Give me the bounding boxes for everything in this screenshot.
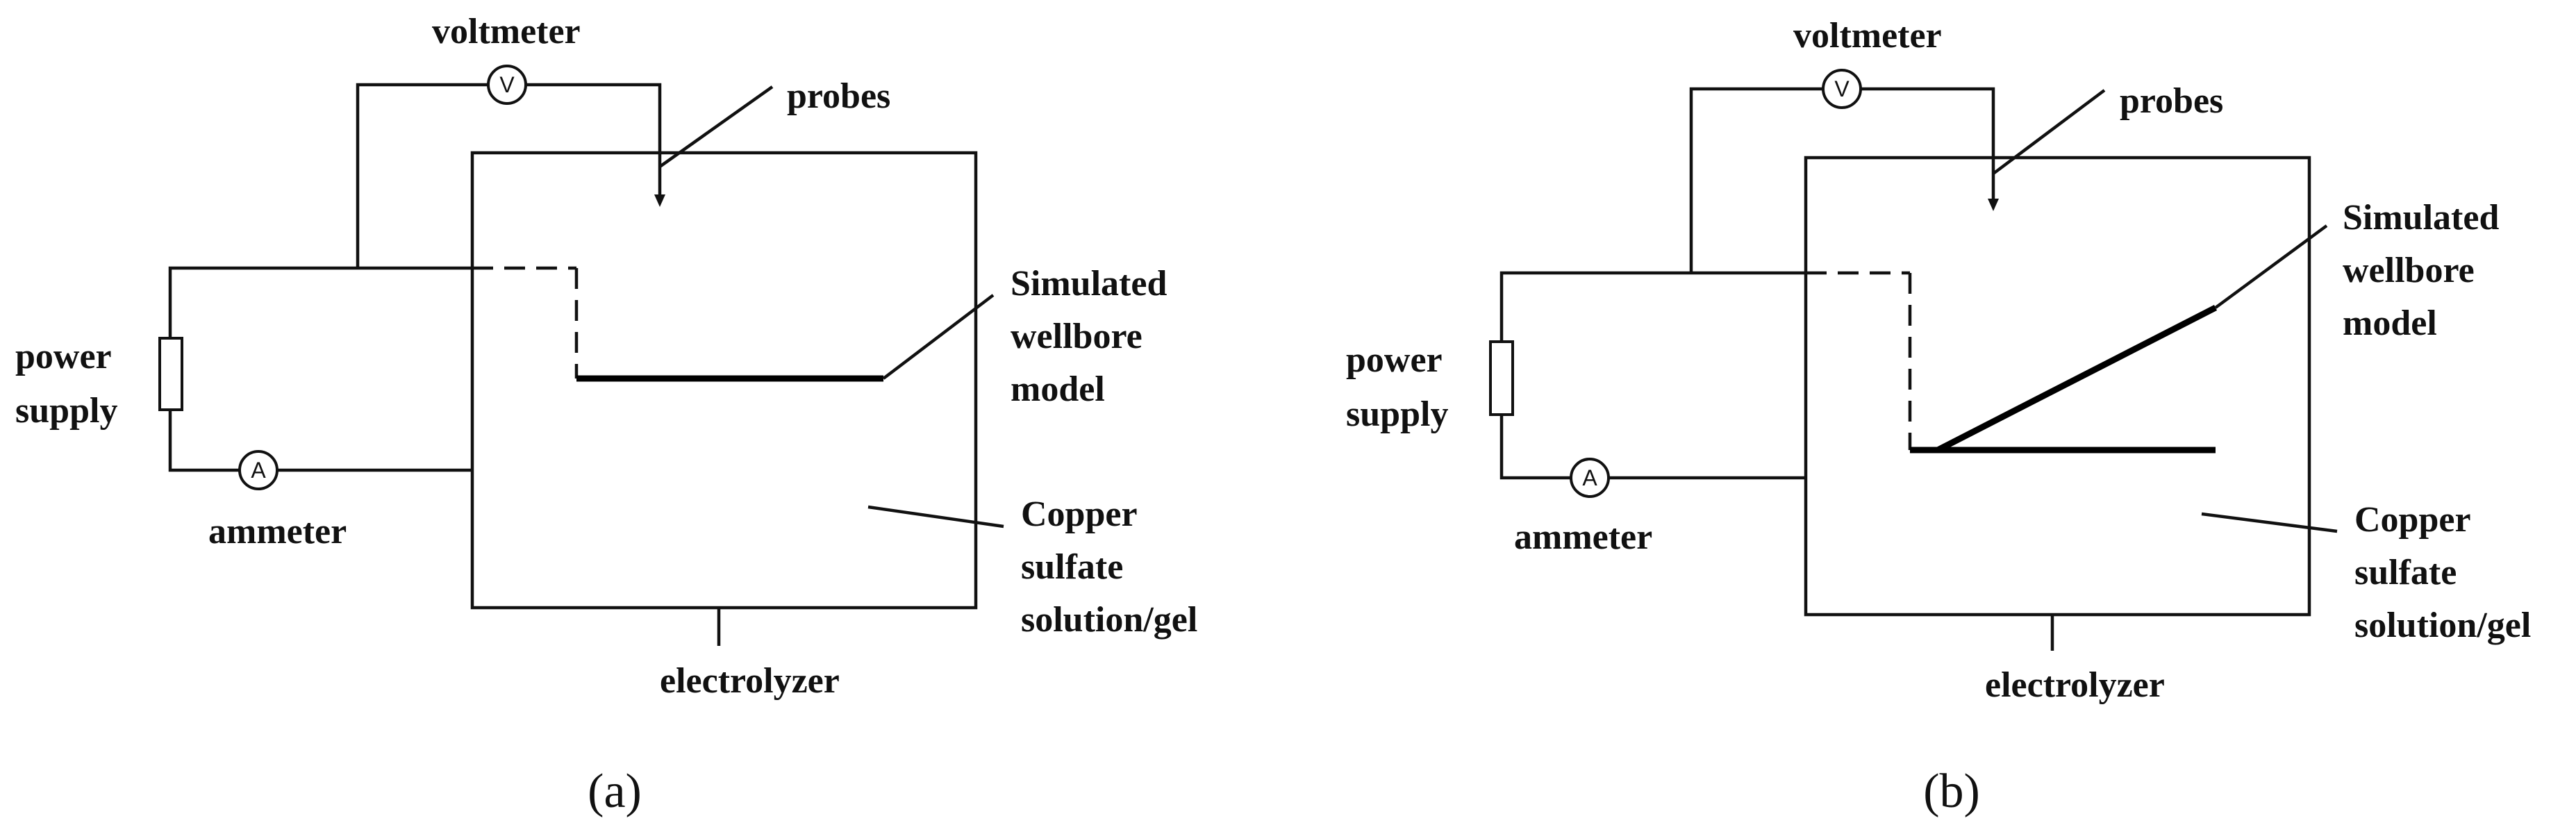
ammeter-symbol-letter: A bbox=[1582, 465, 1597, 490]
supply-wire-bottom bbox=[1499, 415, 1571, 480]
solution-label: Copper sulfate solution/gel bbox=[2354, 500, 2531, 645]
panel-b-caption: (b) bbox=[1923, 765, 1980, 818]
power-supply-label-line-1: power bbox=[15, 337, 111, 376]
supply-wire-bottom bbox=[168, 410, 240, 472]
model-leader bbox=[882, 294, 995, 380]
voltmeter-symbol-letter: V bbox=[499, 72, 515, 97]
power-supply-symbol bbox=[158, 337, 183, 411]
solution-label-line-2: sulfate bbox=[1021, 547, 1123, 587]
model-label-line-3: model bbox=[1011, 369, 1105, 409]
voltmeter-wire bbox=[356, 83, 488, 268]
voltmeter-label: voltmeter bbox=[432, 12, 581, 51]
model-leader bbox=[2214, 224, 2328, 309]
power-supply-label: power supply bbox=[15, 337, 120, 431]
ammeter-symbol bbox=[1570, 458, 1610, 498]
probes-label: probes bbox=[787, 76, 890, 116]
model-label-line-2: wellbore bbox=[2343, 251, 2475, 290]
model-label: Simulated wellbore model bbox=[2343, 198, 2508, 343]
voltmeter-symbol-letter: V bbox=[1834, 76, 1850, 101]
solution-label-line-1: Copper bbox=[2354, 500, 2470, 540]
voltmeter-label: voltmeter bbox=[1793, 16, 1942, 56]
power-supply-symbol bbox=[1489, 340, 1514, 416]
panel-a-caption: (a) bbox=[588, 765, 642, 818]
solution-label-line-2: sulfate bbox=[2354, 553, 2457, 592]
electrolyzer-label: electrolyzer bbox=[660, 661, 840, 701]
probe-arrowhead bbox=[654, 194, 665, 207]
model-label-line-3: model bbox=[2343, 303, 2437, 343]
voltmeter-wire bbox=[1689, 87, 1823, 273]
solution-label-line-3: solution/gel bbox=[2354, 606, 2531, 645]
supply-wire-top bbox=[168, 266, 472, 338]
power-supply-label-line-2: supply bbox=[1346, 394, 1448, 434]
model-label-line-1: Simulated bbox=[2343, 198, 2499, 238]
wellbore-model-inclined bbox=[1936, 304, 2218, 454]
solution-leader bbox=[867, 505, 1004, 529]
ammeter-label: ammeter bbox=[208, 512, 347, 551]
solution-label-line-3: solution/gel bbox=[1021, 600, 1197, 640]
voltmeter-symbol bbox=[487, 65, 527, 105]
voltmeter-wire-right bbox=[526, 83, 662, 196]
voltmeter-wire-right bbox=[1861, 87, 1995, 200]
probes-leader bbox=[658, 85, 774, 168]
ammeter-symbol-letter: A bbox=[251, 458, 266, 483]
probes-label: probes bbox=[2120, 81, 2223, 121]
solution-label: Copper sulfate solution/gel bbox=[1021, 494, 1197, 640]
model-label: Simulated wellbore model bbox=[1011, 264, 1176, 409]
model-label-line-2: wellbore bbox=[1011, 317, 1142, 356]
ammeter-label: ammeter bbox=[1514, 517, 1652, 557]
electrolyzer-tank bbox=[470, 151, 978, 610]
electrolyzer-label: electrolyzer bbox=[1985, 665, 2165, 705]
power-supply-label-line-2: supply bbox=[15, 391, 117, 431]
model-label-line-1: Simulated bbox=[1011, 264, 1167, 303]
voltmeter-symbol bbox=[1822, 69, 1862, 109]
solution-label-line-1: Copper bbox=[1021, 494, 1137, 534]
power-supply-label: power supply bbox=[1346, 340, 1451, 434]
panel-b: V A voltmeter probes Simulated wellbore … bbox=[1346, 16, 2531, 818]
panel-a: V A voltmeter probes Simulated wellbore … bbox=[15, 12, 1197, 818]
solution-leader bbox=[2201, 512, 2338, 533]
supply-wire-top bbox=[1499, 271, 1806, 342]
probe-arrowhead bbox=[1988, 199, 1999, 211]
probes-leader bbox=[1992, 89, 2106, 175]
ammeter-symbol bbox=[238, 450, 279, 490]
electrolyzer-tank bbox=[1804, 156, 2311, 617]
power-supply-label-line-1: power bbox=[1346, 340, 1442, 380]
